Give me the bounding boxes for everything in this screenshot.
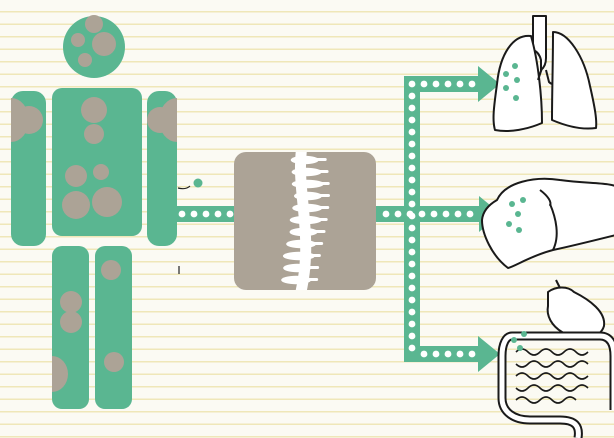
vertebra: [290, 228, 318, 236]
flow-dot: [421, 351, 428, 358]
vertebra-process: [317, 206, 329, 209]
head: [63, 15, 125, 78]
flow-dot: [409, 285, 416, 292]
flow-dot: [433, 81, 440, 88]
flow-dot: [409, 273, 416, 280]
flow-dot: [409, 297, 416, 304]
flow-dot: [409, 93, 416, 100]
flow-dot: [409, 261, 416, 268]
stomach-intestines-icon: [502, 280, 614, 438]
vertebra-process: [316, 218, 328, 221]
flow-dot: [445, 351, 452, 358]
vertebra-process: [317, 170, 329, 173]
flow-dot: [409, 189, 416, 196]
vertebra-process: [309, 254, 321, 257]
flow-dot: [455, 211, 462, 218]
flow-dot: [409, 345, 416, 352]
flow-dot: [409, 225, 416, 232]
flow-dot: [203, 211, 210, 218]
flow-dot: [409, 237, 416, 244]
flow-dot: [409, 129, 416, 136]
flow-dot: [409, 201, 416, 208]
flow-dot: [457, 81, 464, 88]
vertebra: [283, 264, 311, 272]
flow-dot: [215, 211, 222, 218]
flow-dot: [469, 81, 476, 88]
vertebra-process: [318, 194, 330, 197]
right-arm: [147, 91, 177, 246]
flow-dot: [419, 211, 426, 218]
left-leg: [52, 246, 89, 409]
vertebra-process: [306, 278, 318, 281]
human-body-figure: [11, 15, 177, 409]
flow-dot: [409, 105, 416, 112]
flow-dot: [409, 81, 416, 88]
flow-dot: [467, 211, 474, 218]
flow-dot: [409, 177, 416, 184]
flow-dot: [227, 211, 234, 218]
right-leg: [95, 246, 132, 409]
flow-dot: [409, 165, 416, 172]
flow-dot: [409, 153, 416, 160]
flow-dot: [395, 211, 402, 218]
flow-dot: [433, 351, 440, 358]
flow-dot: [457, 351, 464, 358]
vertebra: [291, 156, 319, 164]
flow-dot: [445, 81, 452, 88]
vertebra-process: [311, 242, 323, 245]
flow-dot: [443, 211, 450, 218]
flow-dot: [409, 213, 416, 220]
torso: [52, 88, 142, 236]
flow-dot: [409, 141, 416, 148]
flow-dot: [409, 309, 416, 316]
flow-dot: [469, 351, 476, 358]
vertebra: [294, 192, 322, 200]
vertebra-process: [318, 182, 330, 185]
spine-panel: [234, 146, 376, 296]
flow-dot: [421, 81, 428, 88]
flow-dot: [409, 333, 416, 340]
flow-dot: [409, 117, 416, 124]
liver-icon: [482, 179, 614, 268]
flow-dot: [409, 321, 416, 328]
flow-dot: [179, 211, 186, 218]
vertebra-process: [315, 158, 327, 161]
flow-dot: [431, 211, 438, 218]
flow-dot: [383, 211, 390, 218]
vertebra-process: [307, 266, 319, 269]
connector-marker: [178, 179, 203, 275]
arrowhead-intestines: [478, 336, 500, 372]
flow-dot: [409, 249, 416, 256]
flow-dot: [191, 211, 198, 218]
vertebra-process: [314, 230, 326, 233]
left-arm: [11, 91, 46, 246]
